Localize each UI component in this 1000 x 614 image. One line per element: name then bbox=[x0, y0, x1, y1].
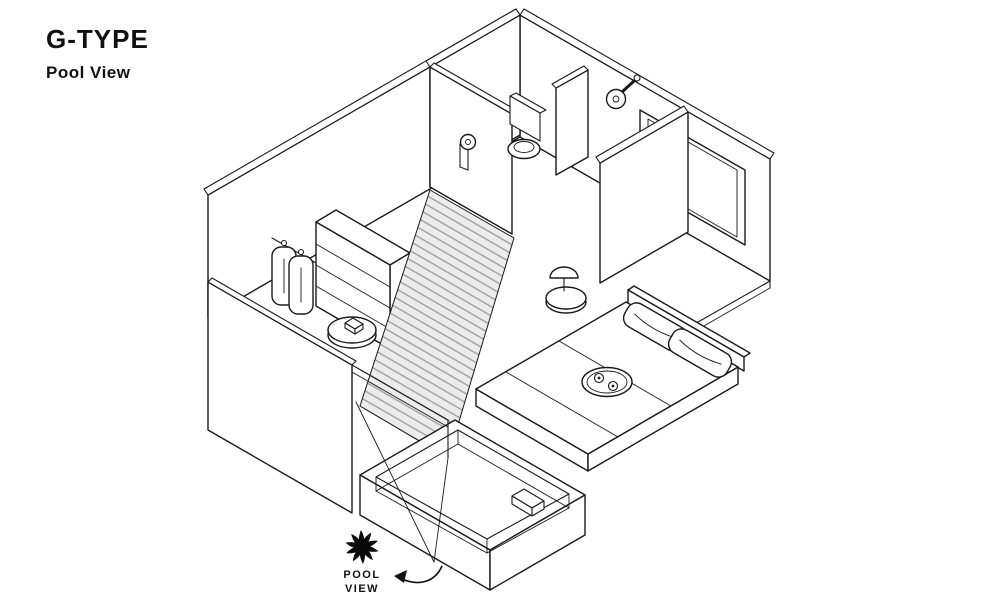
pool-step bbox=[511, 488, 545, 517]
dome-lamp bbox=[549, 266, 579, 279]
pool-view-label-line2: VIEW bbox=[345, 583, 379, 595]
front-left-wall bbox=[207, 277, 357, 514]
pool-terrace bbox=[359, 419, 586, 591]
pool-view-annotation: POOL VIEW bbox=[343, 530, 443, 595]
round-stool bbox=[327, 316, 377, 349]
toilet bbox=[507, 92, 547, 160]
toilet-paper-roll bbox=[459, 133, 477, 171]
bathroom bbox=[425, 8, 689, 284]
open-door-panel bbox=[433, 457, 449, 563]
serving-tray bbox=[581, 366, 633, 398]
bedside-table bbox=[545, 266, 587, 314]
tray-box bbox=[344, 317, 364, 335]
front-left-wall-top bbox=[207, 277, 357, 366]
blanket-fold bbox=[505, 371, 619, 438]
pool-view-sun-icon bbox=[345, 530, 379, 564]
pool-view-arrowhead bbox=[394, 570, 407, 583]
page-subtitle: Pool View bbox=[46, 63, 131, 82]
glass-door bbox=[351, 364, 449, 563]
page-title: G-TYPE bbox=[46, 24, 149, 54]
pool-view-label-line1: POOL bbox=[343, 569, 380, 581]
pool-view-arrow bbox=[399, 565, 443, 584]
header: G-TYPE Pool View bbox=[46, 24, 149, 83]
shower-head bbox=[605, 74, 641, 110]
open-door-panel bbox=[355, 401, 435, 563]
bed bbox=[475, 285, 751, 472]
hanging-robe bbox=[288, 248, 314, 315]
pillow bbox=[667, 328, 733, 378]
